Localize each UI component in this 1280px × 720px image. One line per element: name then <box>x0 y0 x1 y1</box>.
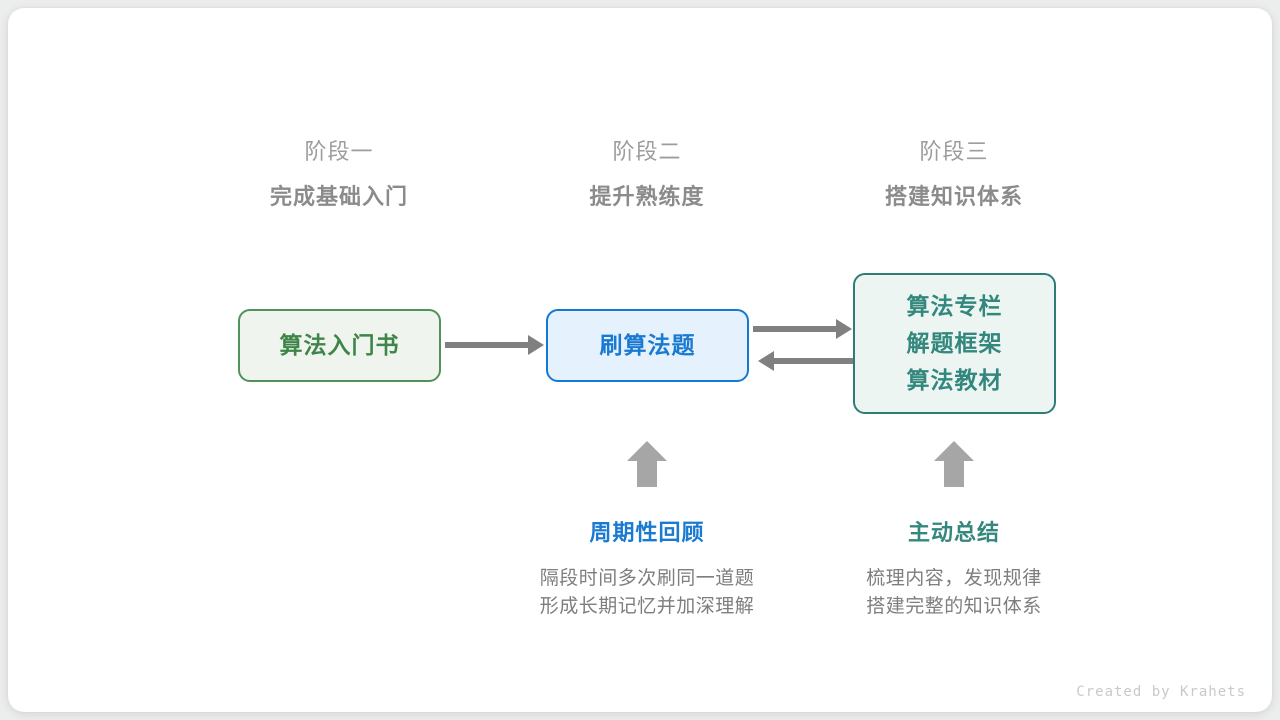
annotation-periodic-review-desc: 隔段时间多次刷同一道题 形成长期记忆并加深理解 <box>497 565 797 621</box>
phase-1-subtitle: 阶段一 <box>304 139 374 164</box>
connector-green-to-blue-shaft <box>445 342 528 348</box>
phase-3-title: 搭建知识体系 <box>884 184 1023 209</box>
annotation-periodic-review-desc-line-2: 形成长期记忆并加深理解 <box>539 596 755 617</box>
connector-green-to-blue-head <box>528 335 544 355</box>
phase-2-subtitle: 阶段二 <box>612 139 682 164</box>
node-knowledge-line-3: 算法教材 <box>906 367 1003 393</box>
diagram-canvas: 阶段一 完成基础入门 阶段二 提升熟练度 阶段三 搭建知识体系 算法入门书 刷算… <box>8 8 1272 712</box>
node-practice-problems[interactable]: 刷算法题 <box>546 309 749 382</box>
annotation-active-summary-title: 主动总结 <box>907 520 1000 545</box>
node-intro-book-label: 算法入门书 <box>279 332 400 358</box>
annotation-active-summary-desc-line-1: 梳理内容，发现规律 <box>866 568 1042 589</box>
annotation-active-summary: 主动总结 梳理内容，发现规律 搭建完整的知识体系 <box>804 518 1104 621</box>
annotation-active-summary-desc: 梳理内容，发现规律 搭建完整的知识体系 <box>804 565 1104 621</box>
phase-header-3: 阶段三 搭建知识体系 <box>824 136 1084 213</box>
connector-blue-to-teal-shaft <box>753 326 836 332</box>
node-knowledge-line-2: 解题框架 <box>906 330 1003 356</box>
footer-credit: Created by Krahets <box>1076 684 1246 700</box>
annotation-active-summary-desc-line-2: 搭建完整的知识体系 <box>866 596 1042 617</box>
node-intro-book[interactable]: 算法入门书 <box>238 309 441 382</box>
connector-blue-to-teal-head <box>836 319 852 339</box>
connector-teal-to-blue-head <box>758 351 774 371</box>
annotation-periodic-review: 周期性回顾 隔段时间多次刷同一道题 形成长期记忆并加深理解 <box>497 518 797 621</box>
phase-header-1: 阶段一 完成基础入门 <box>209 136 469 213</box>
node-practice-problems-label: 刷算法题 <box>599 332 696 358</box>
annotation-periodic-review-desc-line-1: 隔段时间多次刷同一道题 <box>539 568 755 589</box>
review-up-arrow <box>627 441 667 487</box>
node-knowledge-resources[interactable]: 算法专栏 解题框架 算法教材 <box>853 273 1056 414</box>
node-knowledge-line-1: 算法专栏 <box>906 293 1003 319</box>
phase-1-title: 完成基础入门 <box>269 184 408 209</box>
summary-up-arrow <box>934 441 974 487</box>
connector-teal-to-blue-shaft <box>774 358 853 364</box>
annotation-periodic-review-title: 周期性回顾 <box>589 520 705 545</box>
phase-2-title: 提升熟练度 <box>589 184 705 209</box>
phase-3-subtitle: 阶段三 <box>919 139 989 164</box>
phase-header-2: 阶段二 提升熟练度 <box>517 136 777 213</box>
